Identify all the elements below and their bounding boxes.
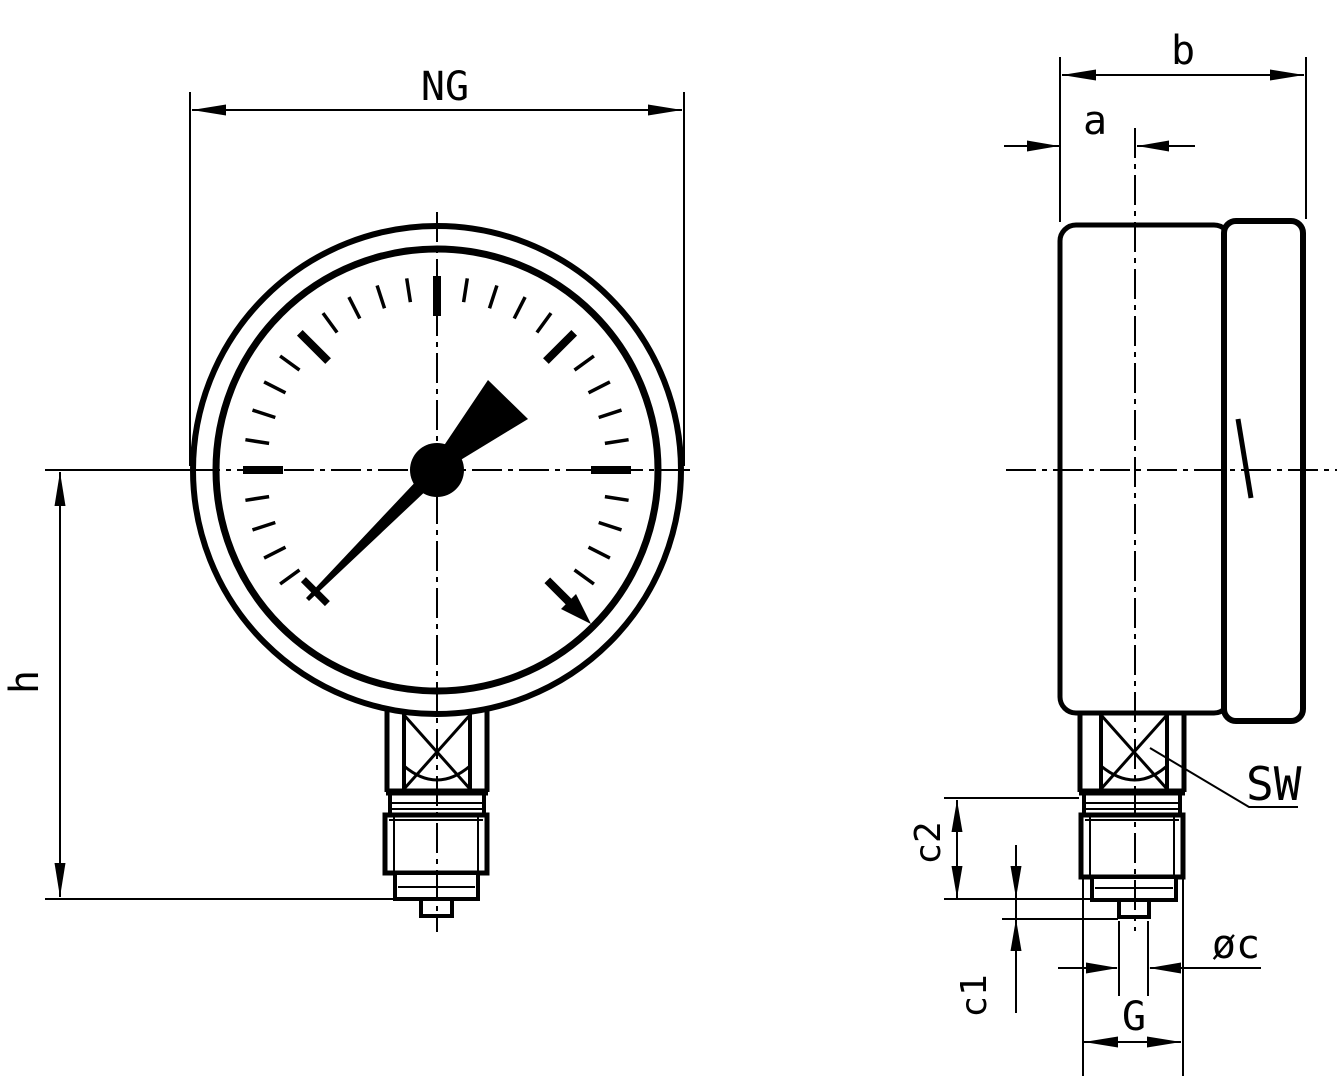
c2-arrow-bottom [951, 866, 963, 898]
side-view: b a SW c2 c1 [908, 28, 1337, 1076]
dial-minor-tick [587, 545, 611, 560]
a-arrow-right [1137, 140, 1169, 152]
h-arrow-bottom [54, 863, 66, 897]
limit-tick [544, 577, 573, 606]
dial-minor-tick [573, 568, 595, 586]
dial-minor-tick [461, 278, 470, 303]
ng-arrow-left [192, 104, 226, 116]
g-arrow-right [1147, 1036, 1181, 1048]
c2-arrow-top [951, 800, 963, 832]
dimension-c2: c2 [908, 797, 1091, 900]
dial-minor-tick [487, 284, 499, 309]
g-arrow-left [1084, 1036, 1118, 1048]
g-label: G [1122, 994, 1146, 1040]
a-arrow-left [1027, 140, 1059, 152]
callout-sw: SW [1149, 747, 1302, 811]
dial-minor-tick [604, 494, 629, 503]
c1-arrow-up [1010, 919, 1022, 951]
dial-minor-tick [279, 568, 301, 586]
dia-c-arrow-left [1086, 962, 1118, 974]
h-label: h [2, 670, 48, 694]
needle-counterweight [443, 380, 528, 464]
a-label: a [1083, 98, 1107, 144]
dia-c-label: øc [1212, 922, 1260, 968]
dial-minor-tick [404, 278, 413, 303]
dial-minor-tick [573, 354, 595, 372]
dial-minor-tick [512, 296, 527, 320]
b-arrow-right [1270, 69, 1304, 81]
stem-side [1077, 711, 1187, 919]
sw-leader-line [1149, 747, 1298, 808]
front-view: NG [2, 64, 693, 932]
dimension-a: a [1004, 98, 1195, 152]
limit-arrow [561, 594, 591, 624]
dimension-dia-c: øc [1058, 921, 1261, 996]
dimension-g: G [1082, 879, 1184, 1076]
c1-arrow-down [1010, 866, 1022, 898]
c1-label: c1 [954, 974, 995, 1017]
dimension-c1: c1 [954, 845, 1118, 1018]
ng-label: NG [421, 64, 469, 110]
dial-minor-tick [263, 545, 287, 560]
dial-major-tick [543, 329, 578, 364]
dial-minor-tick [321, 312, 339, 334]
dial-minor-tick [375, 284, 387, 309]
dimension-b: b [1059, 28, 1307, 222]
b-arrow-left [1062, 69, 1096, 81]
dimension-ng: NG [189, 64, 685, 466]
needle-tail-cross [300, 577, 330, 607]
dial-minor-tick [251, 408, 276, 420]
dimension-h: h [2, 472, 395, 900]
dial-minor-tick [279, 354, 301, 372]
dial-minor-tick [587, 380, 611, 395]
dial-minor-tick [347, 296, 362, 320]
dial-minor-tick [604, 437, 629, 446]
scale-limit-mark [544, 577, 591, 624]
b-label: b [1171, 28, 1195, 74]
bezel-window-mark [1235, 418, 1254, 499]
dial-minor-tick [245, 437, 270, 446]
sw-label: SW [1246, 757, 1302, 811]
dial-minor-tick [598, 520, 623, 532]
ng-arrow-right [648, 104, 682, 116]
dial-minor-tick [251, 520, 276, 532]
thread-block-side [1078, 812, 1186, 880]
dia-c-arrow-right [1149, 962, 1181, 974]
dial-minor-tick [245, 494, 270, 503]
dial-minor-tick [535, 312, 553, 334]
dial-minor-tick [598, 408, 623, 420]
pointer-needle [300, 380, 528, 607]
dial-minor-tick [263, 380, 287, 395]
dial-major-tick [296, 329, 331, 364]
c2-label: c2 [908, 821, 949, 864]
needle-shaft [306, 476, 431, 601]
h-arrow-top [54, 472, 66, 506]
